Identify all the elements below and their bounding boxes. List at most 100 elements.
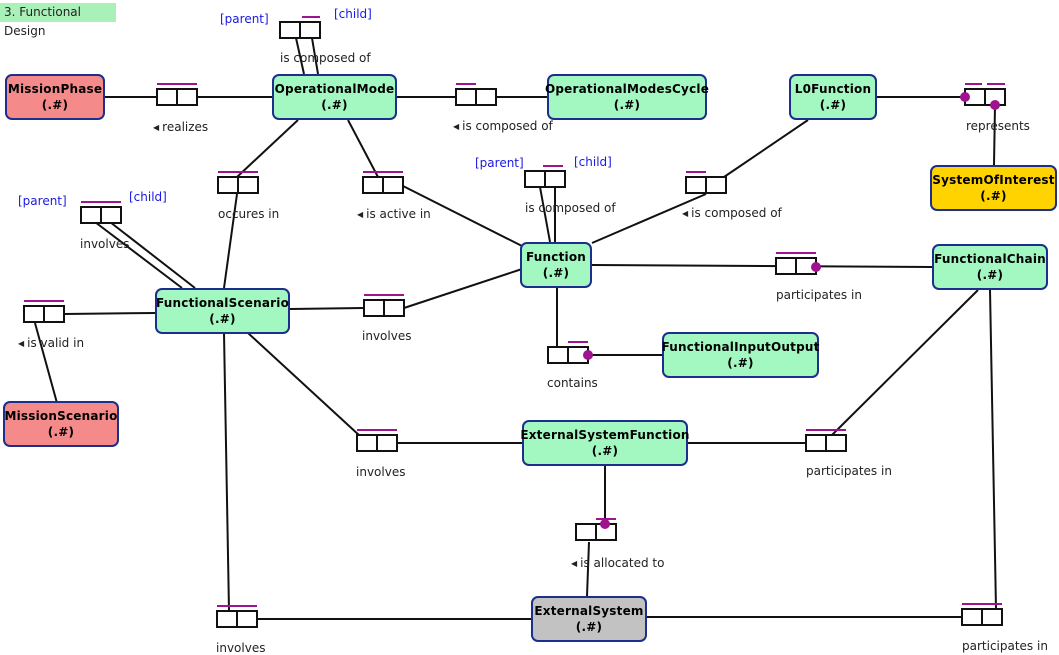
node-id: (.#) [542, 266, 570, 280]
assoc-opmode-self[interactable] [279, 16, 321, 39]
node-name: ExternalSystem [534, 604, 644, 618]
label-opmodes-cycle-composed: ◀is composed of [453, 119, 553, 133]
direction-arrow-icon: ◀ [571, 559, 578, 568]
direction-arrow-icon: ◀ [18, 339, 25, 348]
role-parent-scenario: [parent] [18, 194, 67, 208]
assoc-scenario-function[interactable] [363, 294, 405, 317]
role-child-function: [child] [574, 155, 612, 169]
assoc-allocated[interactable] [575, 518, 617, 541]
label-l0-composed: ◀is composed of [682, 206, 782, 220]
assoc-esf-participates[interactable] [805, 429, 847, 452]
edge-represents-soi [993, 104, 996, 166]
node-name: Function [525, 250, 587, 264]
node-id: (.#) [575, 620, 603, 634]
assoc-scenario-es[interactable] [216, 605, 258, 628]
node-external-system[interactable]: ExternalSystem (.#) [531, 596, 647, 642]
label-scenario-involves-es: involves [216, 641, 266, 655]
diagram-title: 3. Functional Design [0, 3, 116, 38]
edge-valid-a [63, 312, 156, 315]
direction-arrow-icon: ◀ [153, 123, 160, 132]
ownership-dot [583, 350, 593, 360]
node-name: OperationalMode [274, 82, 395, 96]
edge-scenario-self-b [94, 221, 183, 289]
ownership-dot [990, 100, 1000, 110]
node-name: FunctionalChain [934, 252, 1046, 266]
node-mission-scenario[interactable]: MissionScenario (.#) [3, 401, 119, 447]
edge-esf-fchain-b [831, 289, 979, 436]
assoc-function-self[interactable] [524, 165, 566, 188]
node-id: (.#) [321, 98, 348, 112]
edge-scenario-function-a [289, 307, 365, 310]
label-contains: contains [547, 376, 598, 390]
ownership-dot [811, 262, 821, 272]
edge-opmode-self-a [311, 37, 319, 75]
assoc-realizes[interactable] [156, 83, 198, 106]
node-functional-scenario[interactable]: FunctionalScenario (.#) [155, 288, 290, 334]
node-id: (.#) [613, 98, 641, 112]
edge-active-b [402, 185, 523, 247]
role-parent-opmode: [parent] [220, 12, 269, 26]
edge-occurs-a [236, 119, 299, 178]
label-is-allocated-to: ◀is allocated to [571, 556, 664, 570]
node-id: (.#) [976, 268, 1004, 282]
assoc-opmodes-cycle[interactable] [455, 83, 497, 106]
assoc-es-participates[interactable] [961, 603, 1003, 626]
edge-opmode-self-b [295, 37, 305, 75]
node-id: (.#) [47, 425, 75, 439]
label-text: is active in [366, 207, 431, 221]
label-function-composed: is composed of [525, 201, 616, 215]
edge-valid-b [34, 322, 58, 404]
node-l0-function[interactable]: L0Function (.#) [789, 74, 877, 120]
role-parent-function: [parent] [475, 156, 524, 170]
assoc-scenario-self[interactable] [80, 201, 122, 224]
assoc-valid-in[interactable] [23, 300, 65, 323]
node-name: MissionScenario [4, 409, 118, 423]
edge-allocated-b [586, 541, 590, 597]
node-name: MissionPhase [7, 82, 103, 96]
role-child-scenario: [child] [129, 190, 167, 204]
node-operational-modes-cycle[interactable]: OperationalModesCycle (.#) [545, 74, 709, 120]
label-is-active-in: ◀is active in [357, 207, 431, 221]
node-functional-chain[interactable]: FunctionalChain (.#) [932, 244, 1048, 290]
node-operational-mode[interactable]: OperationalMode (.#) [272, 74, 397, 120]
node-function[interactable]: Function (.#) [520, 242, 592, 288]
node-external-system-function[interactable]: ExternalSystemFunction (.#) [520, 420, 690, 466]
direction-arrow-icon: ◀ [357, 210, 364, 219]
assoc-scenario-esf[interactable] [356, 429, 398, 452]
edge-active-a [347, 119, 379, 178]
label-scenario-involves-self: involves [80, 237, 130, 251]
assoc-fchain[interactable] [775, 252, 821, 275]
node-id: (.#) [591, 444, 619, 458]
node-functional-input-output[interactable]: FunctionalInputOutput (.#) [661, 332, 819, 378]
node-name: FunctionalScenario [155, 296, 290, 310]
edge-l0-a [723, 119, 809, 178]
node-name: L0Function [794, 82, 872, 96]
node-name: ExternalSystemFunction [520, 428, 690, 442]
assoc-is-active-in[interactable] [362, 171, 404, 194]
edge-es-fchain-b [989, 289, 997, 610]
edge-scenario-esf-a [247, 332, 361, 437]
edge-function-self-a [539, 186, 551, 243]
assoc-contains[interactable] [547, 341, 593, 364]
label-text: is valid in [27, 336, 85, 350]
node-name: SystemOfInterest [932, 173, 1055, 187]
edge-scenario-self-a [109, 221, 196, 289]
label-esf-participates: participates in [806, 464, 892, 478]
edge-occurs-b [223, 193, 238, 289]
label-es-participates: participates in [962, 639, 1048, 653]
connector-lines [34, 37, 997, 620]
node-id: (.#) [41, 98, 69, 112]
edge-scenario-es-a [223, 332, 230, 612]
label-realizes: ◀realizes [153, 120, 208, 134]
ownership-dot [960, 92, 970, 102]
label-occurs-in: occures in [218, 207, 280, 221]
direction-arrow-icon: ◀ [682, 209, 689, 218]
edge-l0-b [591, 193, 707, 244]
node-system-of-interest[interactable]: SystemOfInterest (.#) [930, 165, 1057, 211]
assoc-represents[interactable] [960, 83, 1006, 110]
node-id: (.#) [980, 189, 1007, 203]
node-mission-phase[interactable]: MissionPhase (.#) [5, 74, 105, 120]
assoc-occurs-in[interactable] [217, 171, 259, 194]
assoc-l0-composed[interactable] [685, 171, 727, 194]
label-text: is allocated to [580, 556, 665, 570]
